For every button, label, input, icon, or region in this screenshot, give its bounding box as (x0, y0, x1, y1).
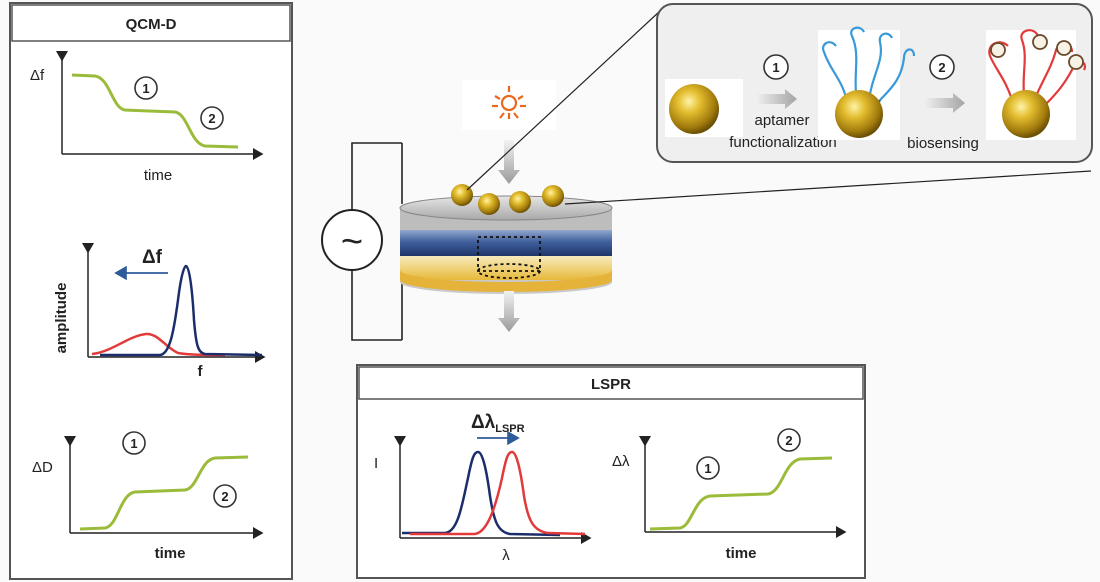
qcmd-dissipation-plot: ΔD time 1 2 (32, 431, 264, 562)
gold-nanoparticle (478, 193, 500, 215)
qcmd-title: QCM-D (126, 16, 177, 33)
y-axis-label: I (374, 455, 378, 472)
wavelength-shift-symbol: Δλ (471, 412, 496, 433)
dissipation-curve (79, 455, 249, 531)
step-2-caption: biosensing (907, 135, 979, 152)
target-molecules (990, 34, 1084, 70)
zoom-line-lower (564, 170, 1092, 205)
quartz-crystal-layer (400, 228, 612, 256)
wavelength-shift-subscript: LSPR (495, 423, 524, 435)
step-1-caption-a: aptamer (754, 112, 809, 129)
step-1-label: 1 (142, 81, 149, 96)
step-1-marker (763, 54, 789, 80)
lspr-title: LSPR (591, 376, 631, 393)
frequency-shift-label: Δf (142, 247, 163, 268)
light-incident-arrow (498, 140, 520, 184)
x-axis-label: time (726, 545, 757, 562)
step-2-label: 2 (221, 489, 228, 504)
lspr-spectrum-plot: I λ ΔλLSPR (374, 412, 592, 564)
wavelength-shift-curve (649, 456, 833, 531)
step-1-marker (134, 76, 158, 100)
bound-gold-nanoparticle (1002, 90, 1050, 138)
step-2-label: 2 (938, 60, 945, 75)
step-2-marker (200, 106, 224, 130)
x-axis-label: time (144, 167, 172, 184)
qcmd-panel: QCM-D Δf time 1 2 amplitude f Δf (9, 2, 293, 580)
gold-electrode-layer (400, 255, 612, 280)
sensing-area-base (477, 263, 541, 279)
initial-resonance-curve (100, 264, 263, 357)
light-bulb-icon (492, 86, 526, 119)
initial-spectrum-curve (402, 450, 561, 537)
frequency-curve (71, 73, 239, 149)
sensor-surface (399, 195, 613, 221)
x-axis-label: λ (502, 547, 510, 564)
step-2-marker (929, 54, 955, 80)
qcm-lspr-device: ~ (321, 10, 1092, 341)
shifted-resonance-curve (91, 332, 226, 357)
step-1-label: 1 (772, 60, 779, 75)
zoom-line-upper (466, 10, 661, 191)
functionalized-gold-nanoparticle (835, 90, 883, 138)
biosensing-arrow (925, 93, 965, 113)
qcmd-title-box (11, 4, 291, 42)
lspr-title-box (358, 366, 864, 400)
functionalization-arrow (757, 89, 797, 109)
sensing-steps-inset: 1 aptamer functionalization 2 biosensing (656, 3, 1093, 163)
step-1-marker (122, 431, 146, 455)
step-2-label: 2 (785, 433, 792, 448)
x-axis-label: time (155, 545, 186, 562)
step-1-label: 1 (130, 436, 137, 451)
step-2-marker (777, 428, 801, 452)
y-axis-label: ΔD (32, 459, 53, 476)
ac-source-icon (321, 209, 383, 271)
step-2-marker (213, 484, 237, 508)
transmitted-light-arrow (498, 291, 520, 332)
gold-electrode-rim (400, 270, 612, 292)
qcmd-frequency-plot: Δf time 1 2 (30, 51, 264, 184)
step-1-marker (696, 456, 720, 480)
y-axis-label: Δf (30, 67, 45, 84)
ac-source-symbol: ~ (341, 221, 363, 263)
step-1-caption-b: functionalization (729, 134, 837, 151)
lspr-shift-time-plot: Δλ time 1 2 (612, 428, 847, 562)
qcmd-amplitude-plot: amplitude f Δf (53, 243, 266, 380)
lspr-panel: LSPR I λ ΔλLSPR Δλ time 1 2 (356, 364, 866, 579)
gold-nanoparticle (509, 191, 531, 213)
step-1-label: 1 (704, 461, 711, 476)
x-axis-label: f (198, 363, 204, 380)
step-2-label: 2 (208, 111, 215, 126)
sensing-area-outline (477, 236, 541, 272)
bare-gold-nanoparticle (669, 84, 719, 134)
shifted-spectrum-curve (410, 450, 586, 536)
gold-nanoparticle (542, 185, 564, 207)
y-axis-label: Δλ (612, 453, 630, 470)
aptamer-strands (822, 26, 916, 101)
y-axis-label: amplitude (53, 283, 70, 354)
